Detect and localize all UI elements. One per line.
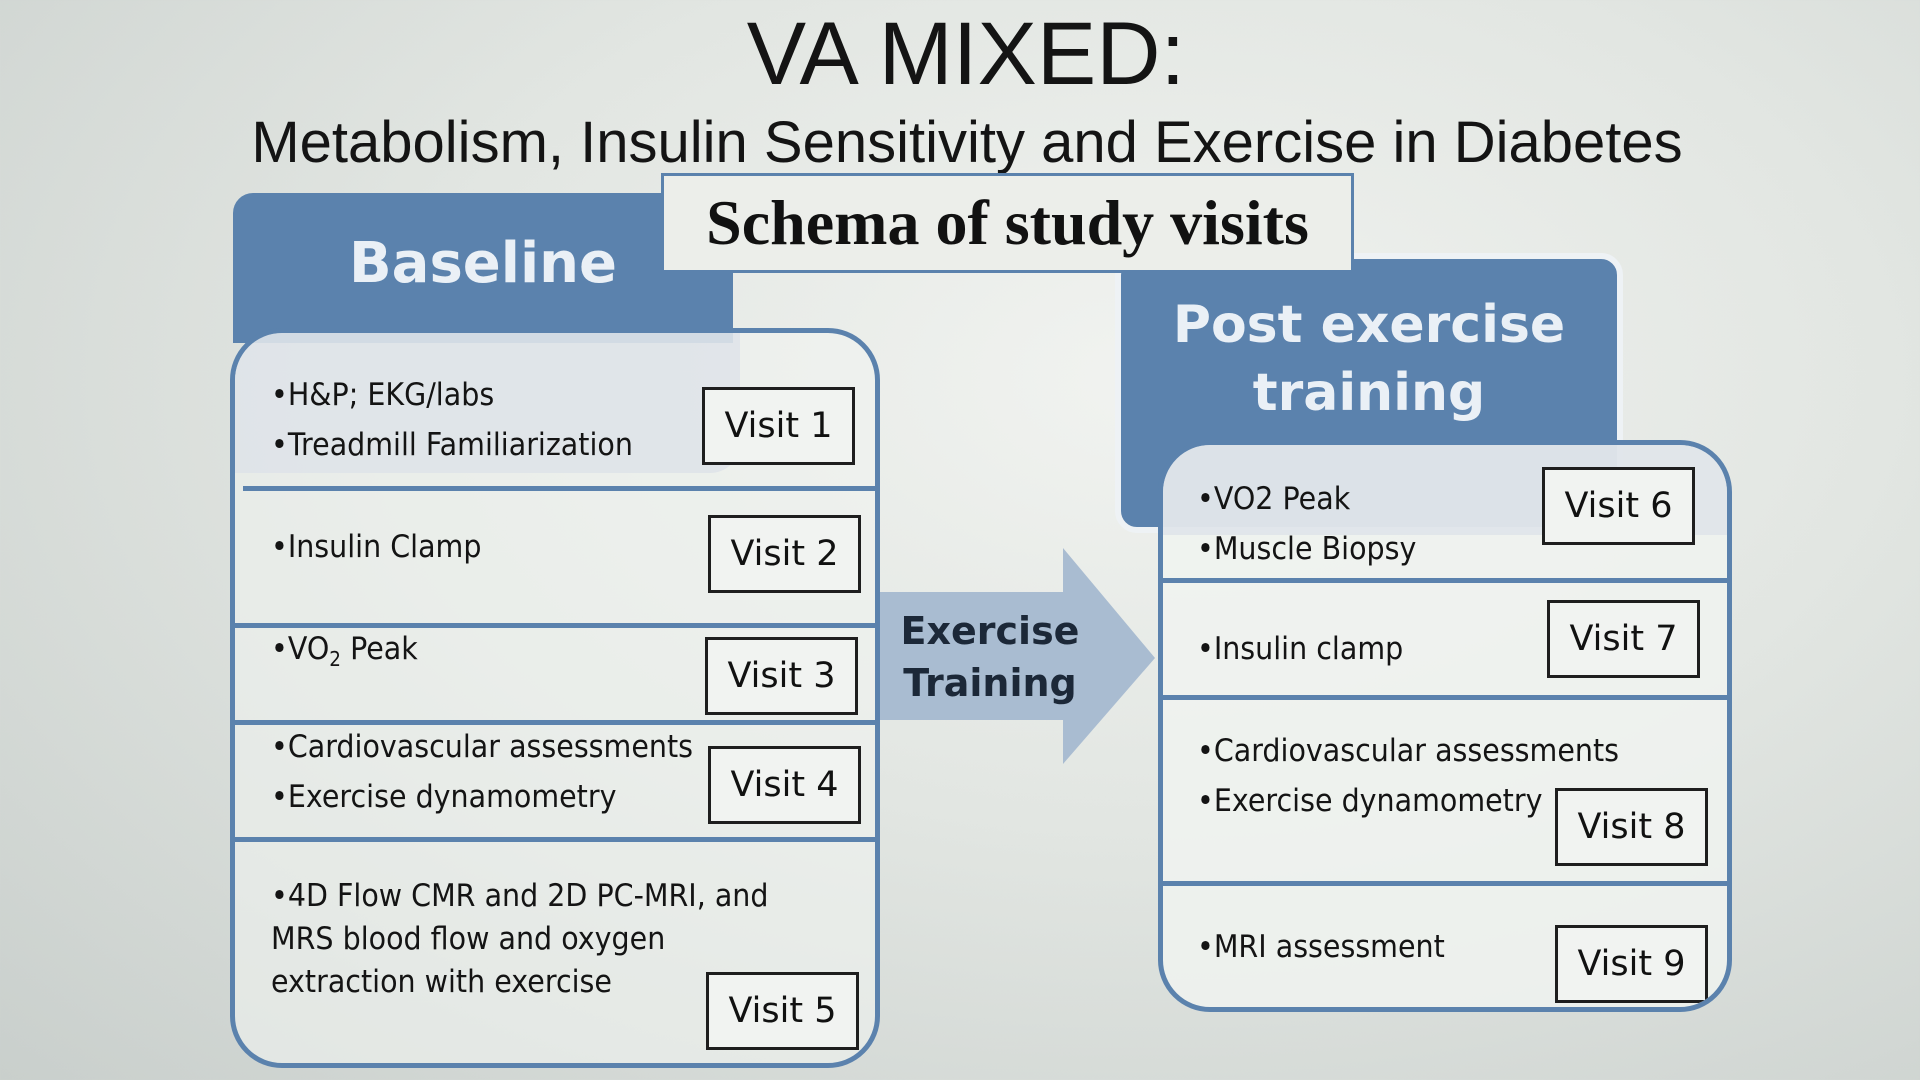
post-exercise-panel: •VO2 Peak •Muscle Biopsy Visit 6 •Insuli… <box>1158 440 1732 1012</box>
baseline-item: •Exercise dynamometry <box>271 779 617 815</box>
post-heading-line2: training <box>1252 363 1486 423</box>
visit-3-box: Visit 3 <box>705 637 858 715</box>
vo2-peak-text: Peak <box>341 631 418 667</box>
post-item: •Exercise dynamometry <box>1197 783 1543 819</box>
exercise-training-arrow <box>880 548 1155 764</box>
section-divider <box>235 623 875 628</box>
post-heading-line1: Post exercise <box>1172 295 1566 355</box>
baseline-highlight <box>235 333 740 473</box>
visit-5-box: Visit 5 <box>706 972 859 1050</box>
visit-7-box: Visit 7 <box>1547 600 1700 678</box>
section-divider <box>235 720 875 725</box>
baseline-heading: Baseline <box>348 231 618 296</box>
arrow-shape <box>880 548 1155 764</box>
visit-9-box: Visit 9 <box>1555 925 1708 1003</box>
post-item: •VO2 Peak <box>1197 481 1351 517</box>
vo2-subscript: 2 <box>329 647 342 672</box>
slide-title: VA MIXED: <box>746 3 1186 103</box>
post-item: •Cardiovascular assessments <box>1197 733 1619 769</box>
baseline-item: •H&P; EKG/labs <box>271 377 495 413</box>
baseline-item: •4D Flow CMR and 2D PC-MRI, and MRS bloo… <box>271 878 769 1000</box>
arrow-label-line2: Training <box>903 661 1077 705</box>
visit-4-box: Visit 4 <box>708 746 861 824</box>
section-divider <box>243 486 875 491</box>
slide-subtitle: Metabolism, Insulin Sensitivity and Exer… <box>251 110 1683 175</box>
baseline-heading-tab: Baseline <box>233 193 733 343</box>
visit-8-box: Visit 8 <box>1555 788 1708 866</box>
visit-1-box: Visit 1 <box>702 387 855 465</box>
baseline-item: •Cardiovascular assessments <box>271 729 693 765</box>
section-divider <box>235 837 875 842</box>
baseline-panel: •H&P; EKG/labs •Treadmill Familiarizatio… <box>230 328 880 1068</box>
baseline-item: •Treadmill Familiarization <box>271 427 633 463</box>
post-item: •Muscle Biopsy <box>1197 531 1417 567</box>
baseline-item-vo2-peak: •VO2 Peak <box>271 631 418 671</box>
section-divider <box>1163 881 1727 886</box>
section-divider <box>1163 578 1727 583</box>
arrow-label: Exercise Training <box>900 605 1080 709</box>
post-item: •MRI assessment <box>1197 929 1445 965</box>
section-divider <box>1163 695 1727 700</box>
schema-label: Schema of study visits <box>661 173 1354 273</box>
vo2-text: •VO <box>271 631 330 667</box>
arrow-label-line1: Exercise <box>900 609 1080 653</box>
visit-2-box: Visit 2 <box>708 515 861 593</box>
visit-6-box: Visit 6 <box>1542 467 1695 545</box>
post-item: •Insulin clamp <box>1197 631 1404 667</box>
baseline-item: •Insulin Clamp <box>271 529 482 565</box>
